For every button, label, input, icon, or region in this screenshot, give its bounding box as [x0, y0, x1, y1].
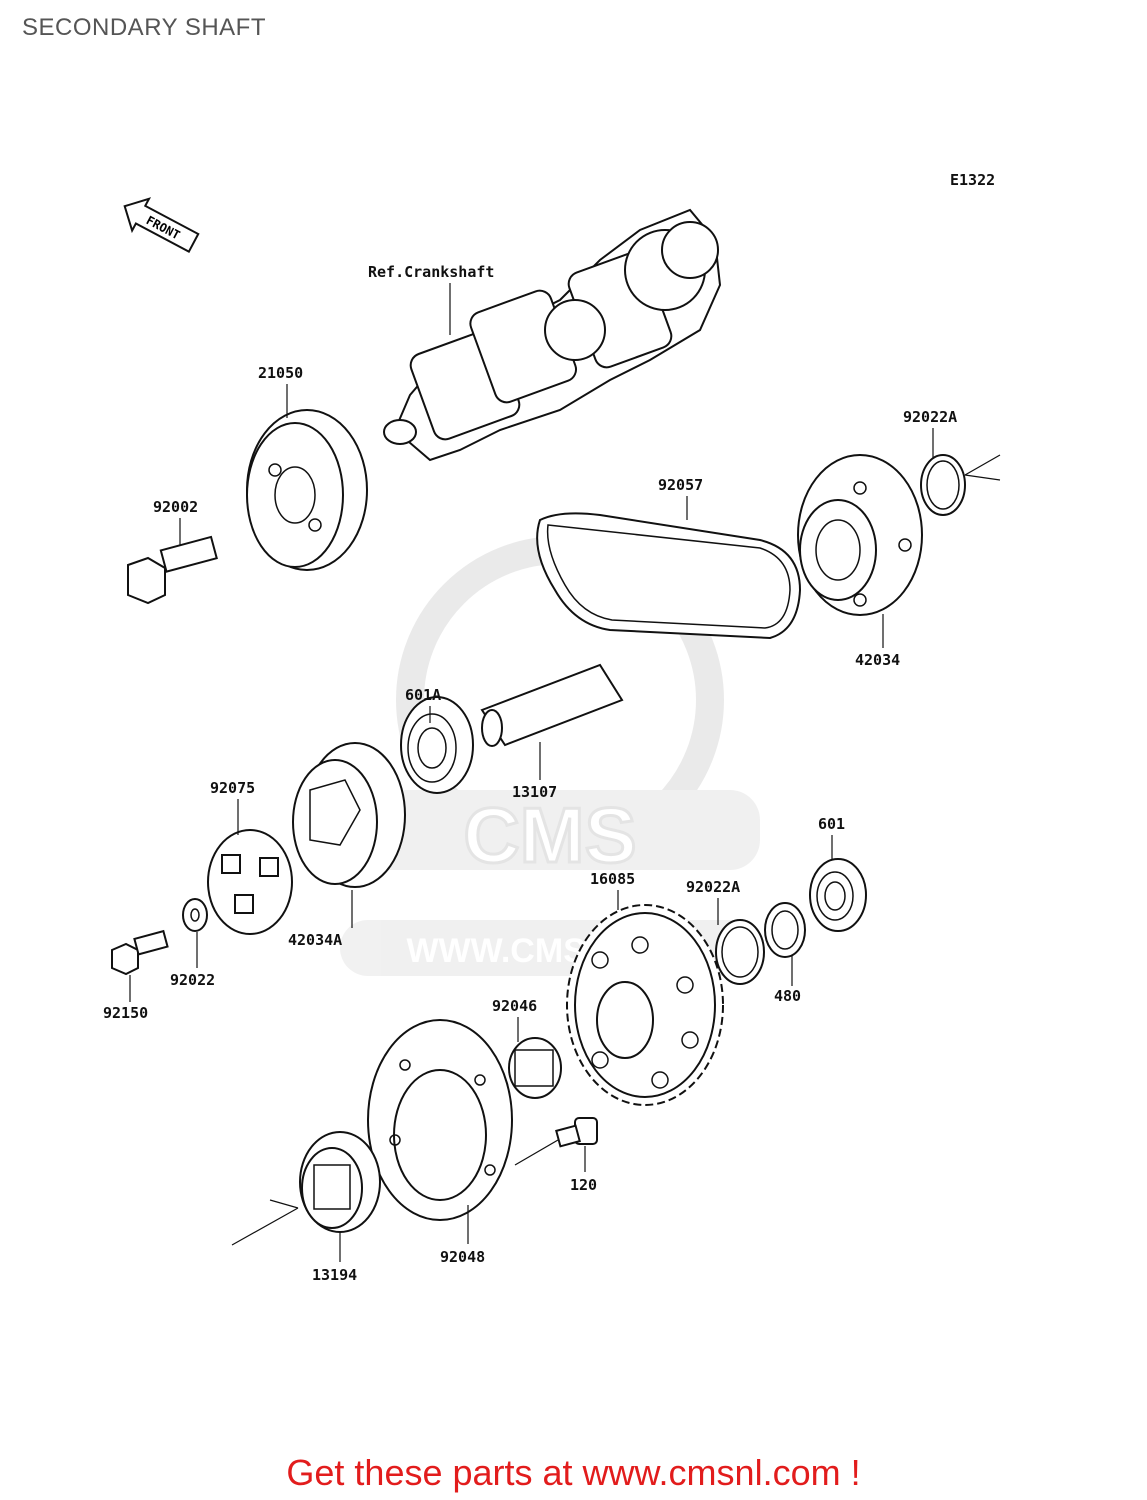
- label-92046: 92046: [492, 997, 537, 1015]
- page-title: SECONDARY SHAFT: [22, 14, 266, 41]
- diagram-code: E1322: [950, 171, 995, 189]
- front-arrow-icon: FRONT: [123, 197, 200, 254]
- part-42034A-damper-housing: [292, 742, 406, 888]
- part-120-bolt: [514, 1117, 598, 1166]
- label-92022A-mid: 92022A: [686, 878, 740, 896]
- part-92046-needle-bearing: [508, 1037, 562, 1099]
- label-92048: 92048: [440, 1248, 485, 1266]
- exploded-parts-diagram: CMS WWW.CMS...COM E1322 FRONT Ref.Cranks…: [103, 171, 1001, 1284]
- part-480-circlip: [764, 902, 806, 958]
- label-21050: 21050: [258, 364, 303, 382]
- part-13194-clutch: [231, 1131, 381, 1246]
- ref-crankshaft-label: Ref.Crankshaft: [368, 263, 494, 281]
- label-480: 480: [774, 987, 801, 1005]
- cmsnl-link[interactable]: Get these parts at www.cmsnl.com !: [286, 1452, 861, 1493]
- label-601: 601: [818, 815, 845, 833]
- part-13107-shaft: [480, 663, 624, 747]
- part-601-bearing: [809, 858, 867, 932]
- label-92022A-top: 92022A: [903, 408, 957, 426]
- part-92022A-ring-mid: [715, 919, 765, 985]
- part-16085-gear: [566, 904, 724, 1106]
- part-92150-bolt: [111, 929, 169, 976]
- part-601A-bearing: [400, 696, 474, 794]
- label-92057: 92057: [658, 476, 703, 494]
- label-42034: 42034: [855, 651, 900, 669]
- label-92075: 92075: [210, 779, 255, 797]
- label-92002: 92002: [153, 498, 198, 516]
- label-42034A: 42034A: [288, 931, 342, 949]
- part-92075-damper: [207, 829, 293, 935]
- part-21050-flywheel: [246, 409, 368, 571]
- label-13194: 13194: [312, 1266, 357, 1284]
- part-92048-plate: [367, 1019, 513, 1221]
- label-16085: 16085: [590, 870, 635, 888]
- label-120: 120: [570, 1176, 597, 1194]
- label-13107: 13107: [512, 783, 557, 801]
- part-42034-sprocket: [797, 454, 923, 616]
- footer-cta: Get these parts at www.cmsnl.com !: [0, 1452, 1147, 1494]
- part-92002-bolt: [127, 535, 218, 605]
- crankshaft-illustration: [383, 208, 722, 462]
- part-92057-chain: [536, 512, 802, 640]
- part-92022-washer: [182, 898, 208, 932]
- label-601A: 601A: [405, 686, 441, 704]
- watermark-brand: CMS: [463, 791, 636, 879]
- label-92150: 92150: [103, 1004, 148, 1022]
- part-92022A-ring-top: [920, 454, 1001, 516]
- label-92022: 92022: [170, 971, 215, 989]
